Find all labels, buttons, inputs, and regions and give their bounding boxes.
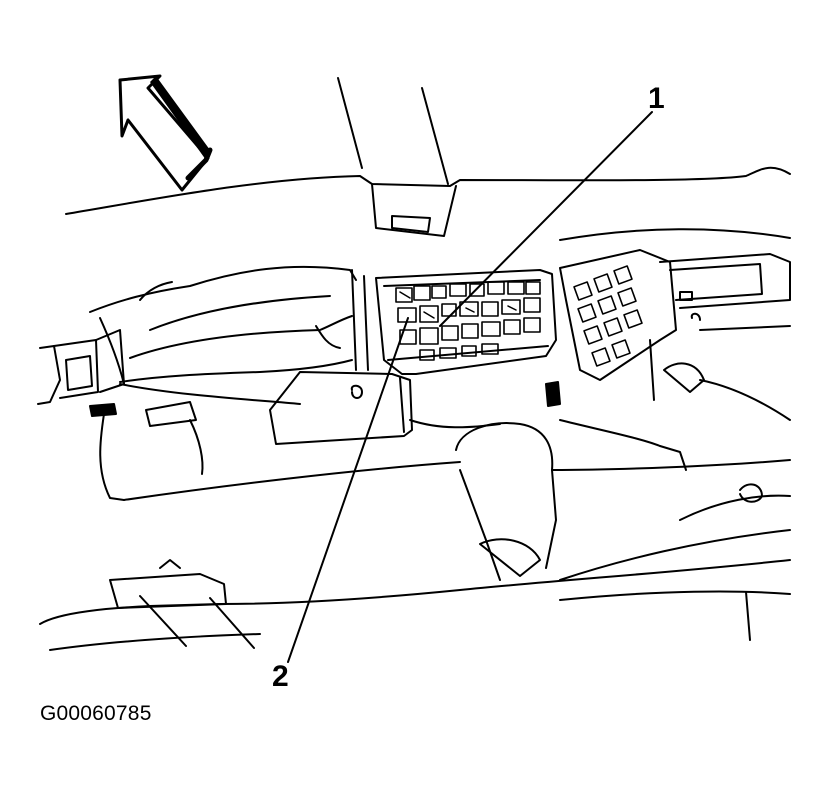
- right-relay-module: [559, 228, 791, 421]
- figure-id: G00060785: [40, 702, 152, 725]
- callout-label-2: 2: [272, 660, 289, 693]
- left-bracket: [37, 329, 125, 501]
- lower-panels: [39, 559, 791, 651]
- air-intake-duct: [89, 265, 369, 385]
- leader-line-1: [439, 111, 653, 327]
- callout-label-1: 1: [648, 82, 665, 115]
- leader-line-2: [287, 317, 409, 663]
- forward-direction-arrow-icon: [118, 74, 213, 192]
- engine-components: [119, 381, 791, 581]
- cowl-outline: [65, 77, 791, 237]
- callout-leader-lines: [287, 111, 653, 663]
- battery-tray-housing: [269, 371, 413, 445]
- underhood-fuse-block: [375, 269, 557, 375]
